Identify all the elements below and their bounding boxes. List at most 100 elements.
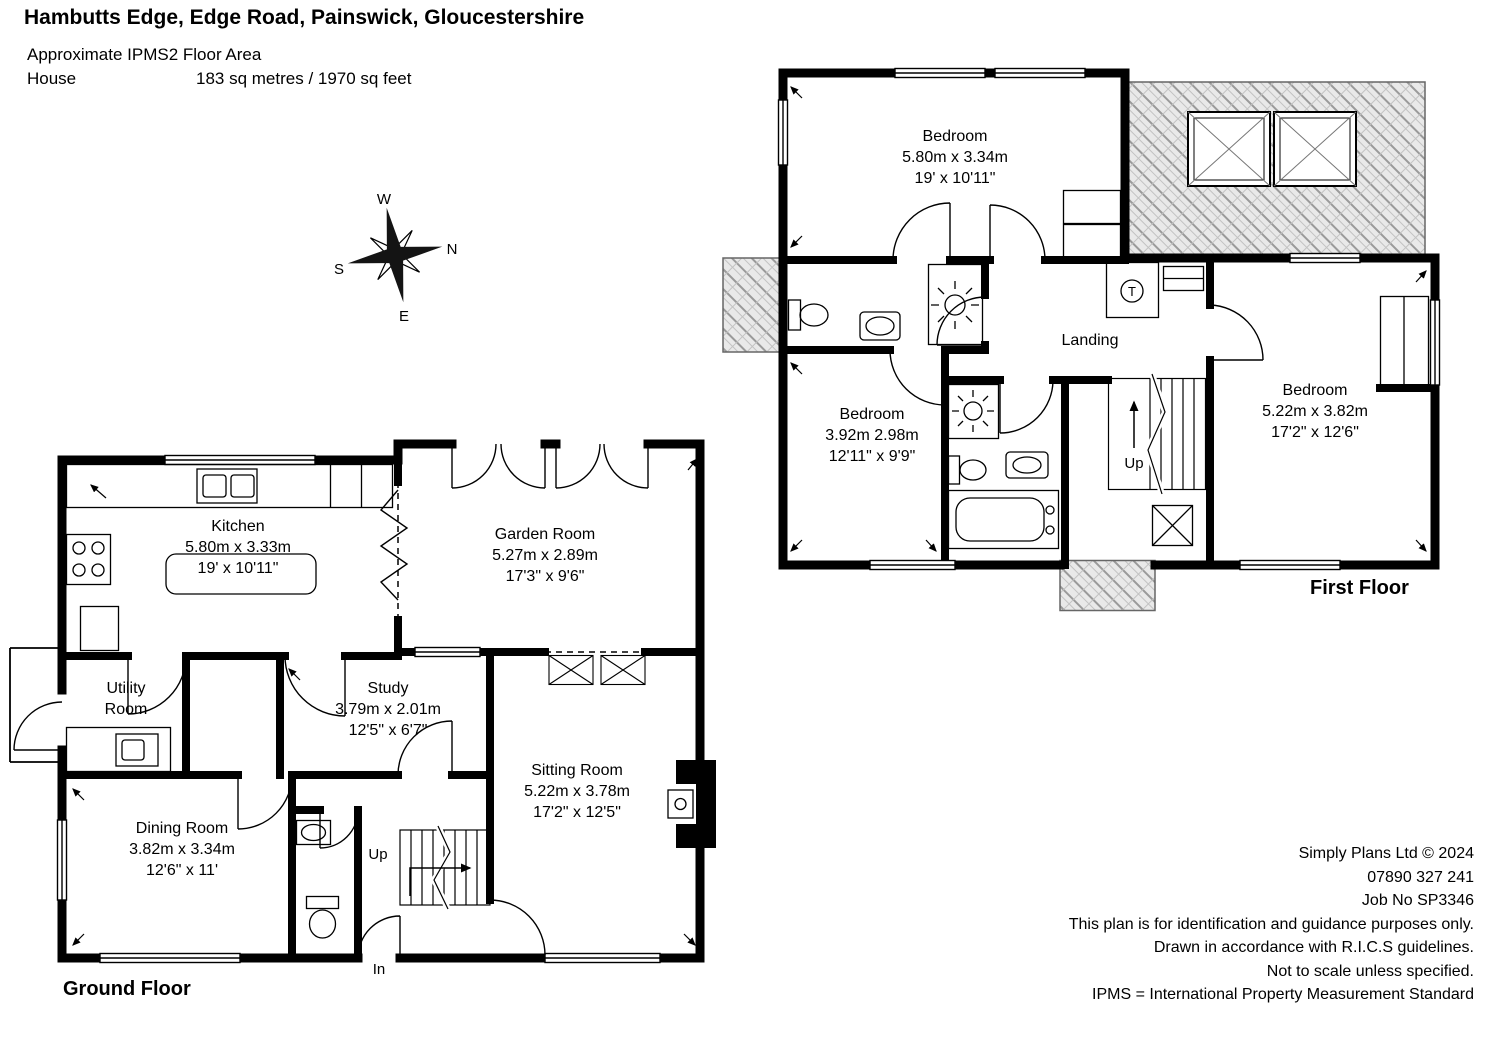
footer-line-disclaimer-3: Not to scale unless specified. (1266, 962, 1474, 980)
room-dim-imperial: 12'6" x 11' (146, 862, 218, 879)
footer-line-ipms: IPMS = International Property Measuremen… (1092, 986, 1474, 1003)
appliance-icon (79, 605, 120, 652)
room-dim-metric: 3.92m 2.98m (825, 427, 919, 444)
room-name: Bedroom (839, 406, 905, 423)
bedroom3-door (1209, 304, 1264, 361)
bedroom2-window-bottom (869, 559, 956, 571)
room-label-landing: Landing (1062, 330, 1119, 351)
landing-hatch-box (1151, 504, 1194, 547)
page-title: Hambutts Edge, Edge Road, Painswick, Glo… (24, 6, 585, 29)
compass-rose: W N S E (334, 191, 457, 325)
bedroom3-cupboard (1379, 295, 1430, 388)
room-name: Utility Room (104, 680, 148, 718)
gf-doors (9, 443, 649, 959)
porch-outline (9, 647, 62, 763)
room-label-garden-room: Garden Room 5.27m x 2.89m 17'3" x 9'6" (492, 524, 598, 587)
entrance-door (357, 915, 401, 959)
compass-main-star (347, 207, 443, 303)
dining-door (237, 774, 293, 830)
fireplace (667, 760, 716, 848)
utility-sink-icon (115, 733, 159, 767)
chimney-hatch-bottom (1059, 559, 1156, 612)
ff-corner-arrows (790, 86, 1427, 552)
bedroom1-window-1 (894, 67, 986, 79)
footer-line-company: Simply Plans Ltd © 2024 (1298, 845, 1474, 862)
room-name: Study (367, 680, 409, 697)
ground-floor-plan (9, 439, 716, 964)
bedroom3-window-top (1289, 252, 1361, 264)
sitting-room-door (489, 899, 546, 956)
kitchen-sink-icon (196, 468, 258, 504)
first-floor-title: First Floor (1310, 577, 1409, 599)
room-dim-imperial: 12'5" x 6'7" (348, 722, 428, 739)
tank-icon: T (1120, 279, 1144, 303)
kitchen-counter (65, 463, 394, 509)
bathroom2-shower-icon (947, 383, 1000, 440)
garden-sitting-double-doors (545, 651, 646, 686)
footer-line-disclaimer-1: This plan is for identification and guid… (1068, 915, 1474, 933)
room-dim-metric: 3.82m x 3.34m (129, 841, 235, 858)
room-dim-imperial: 17'3" x 9'6" (505, 568, 585, 585)
room-dim-metric: 5.22m x 3.82m (1262, 403, 1368, 420)
dining-window-bottom (99, 952, 241, 964)
room-dim-imperial: 19' x 10'11" (914, 170, 996, 187)
compass-label-e: E (399, 308, 409, 325)
room-name: Kitchen (211, 518, 265, 535)
bedroom1-wardrobe (1062, 189, 1122, 259)
compass-label-s: S (334, 261, 344, 278)
bathtub-icon (947, 489, 1060, 550)
wc-door (319, 809, 359, 849)
kitchen-window (164, 454, 316, 466)
gf-outer-walls (57, 439, 705, 963)
compass-label-n: N (447, 241, 458, 258)
kitchen-island (165, 553, 317, 595)
bedroom3-window-bottom (1239, 559, 1341, 571)
roof-window-2 (1273, 111, 1357, 187)
bathroom1-shower-icon (927, 263, 984, 346)
room-label-kitchen: Kitchen 5.80m x 3.33m 19' x 10'11" (185, 516, 291, 579)
tank-label: T (1128, 284, 1136, 299)
gf-fixtures (65, 463, 716, 939)
ff-interior-walls (779, 254, 1434, 569)
bedroom2-door (889, 349, 946, 406)
wc-basin-icon (295, 819, 332, 846)
room-label-study: Study 3.79m x 2.01m 12'5" x 6'7" (335, 678, 441, 741)
room-label-utility: Utility Room (86, 678, 166, 720)
footer-line-job: Job No SP3346 (1361, 892, 1474, 909)
bathroom2-door (999, 379, 1054, 434)
room-dim-metric: 5.27m x 2.89m (492, 547, 598, 564)
dining-window-left (56, 819, 68, 901)
bathroom2-toilet-icon (947, 455, 987, 485)
room-name: Bedroom (922, 128, 988, 145)
room-dim-imperial: 12'11" x 9'9" (828, 448, 916, 465)
room-dim-metric: 5.22m x 3.78m (524, 783, 630, 800)
garden-french-doors (451, 443, 649, 489)
ff-roof-hatch (1126, 81, 1426, 256)
bedroom1-door-2 (989, 204, 1046, 261)
kitchen-hall-door (284, 655, 346, 717)
ff-windows (777, 67, 1441, 571)
room-dim-metric: 5.80m x 3.34m (902, 149, 1008, 166)
area-label: Approximate IPMS2 Floor Area (27, 45, 262, 64)
room-label-dining-room: Dining Room 3.82m x 3.34m 12'6" x 11' (129, 818, 235, 881)
gf-windows (56, 454, 661, 964)
footer-notes: Simply Plans Ltd © 2024 07890 327 241 Jo… (1069, 842, 1474, 1007)
stairs-up-label-first: Up (1124, 455, 1144, 472)
bedroom1-window-left (777, 99, 789, 166)
gf-corner-arrows (72, 458, 698, 946)
bedroom3-window-right (1429, 299, 1441, 386)
room-name: Garden Room (494, 526, 596, 543)
room-dim-metric: 5.80m x 3.33m (185, 539, 291, 556)
room-name: Dining Room (135, 820, 229, 837)
utility-door (127, 655, 187, 715)
room-dim-imperial: 17'2" x 12'5" (533, 804, 621, 821)
room-label-bedroom1: Bedroom 5.80m x 3.34m 19' x 10'11" (902, 126, 1008, 189)
gf-interior-walls (58, 456, 704, 962)
room-name: Bedroom (1282, 382, 1348, 399)
room-label-sitting-room: Sitting Room 5.22m x 3.78m 17'2" x 12'5" (524, 760, 630, 823)
bedroom1-window-2 (994, 67, 1086, 79)
bathroom1-toilet-icon (787, 299, 829, 331)
room-dim-imperial: 17'2" x 12'6" (1271, 424, 1359, 441)
